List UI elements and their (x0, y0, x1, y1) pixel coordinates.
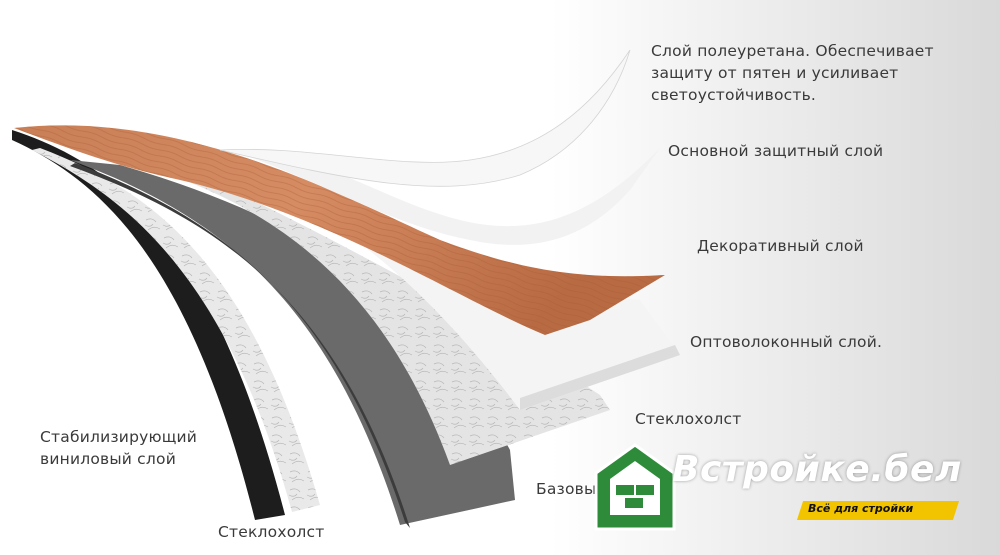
label-stabilizing-line1: Стабилизирующий (40, 428, 198, 446)
logo-tagline: Всё для стройки (808, 502, 914, 515)
label-polyurethane: Слой полеуретана. Обеспечивает защиту от… (651, 40, 934, 106)
layer-protective (230, 148, 660, 245)
label-fiberglass-bottom: Стеклохолст (218, 523, 325, 541)
label-polyurethane-line3: светоустойчивость. (651, 86, 817, 104)
label-decorative: Декоративный слой (697, 237, 864, 255)
logo-name: Встройке.бел (672, 449, 962, 490)
label-polyurethane-line2: защиту от пятен и усиливает (651, 64, 899, 82)
label-protective: Основной защитный слой (668, 142, 884, 160)
layer-base (70, 160, 515, 525)
label-fiber: Оптоволоконный слой. (690, 333, 883, 351)
label-stabilizing-line2: виниловый слой (40, 450, 176, 468)
label-base: Базовый (536, 480, 607, 498)
layer-vinyl (12, 130, 285, 520)
layer-fiber (200, 160, 680, 410)
label-fiberglass-right: Стеклохолст (635, 410, 742, 428)
label-stabilizing: Стабилизирующий виниловый слой (40, 426, 197, 470)
label-polyurethane-line1: Слой полеуретана. Обеспечивает (651, 42, 934, 60)
logo: Встройке.бел Всё для стройки (594, 443, 966, 531)
layer-polyurethane (219, 49, 631, 187)
house-logo-icon (594, 443, 676, 531)
